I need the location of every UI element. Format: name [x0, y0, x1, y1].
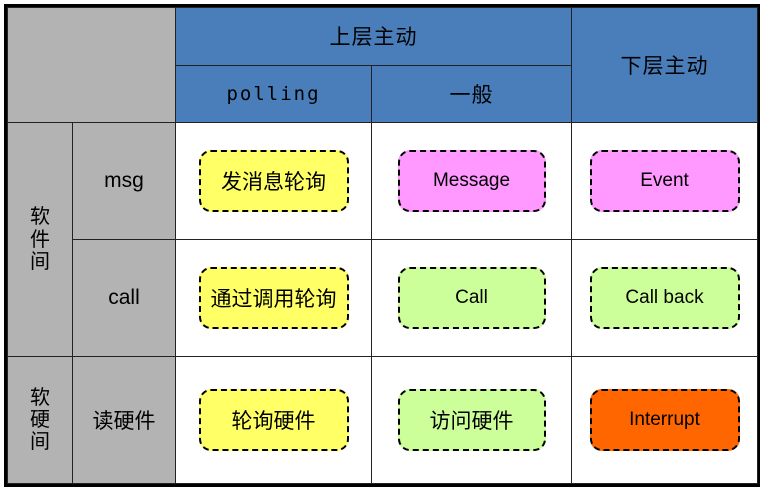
cell-call-polling: 通过调用轮询: [175, 239, 372, 358]
chip-poll-hardware[interactable]: 轮询硬件: [198, 389, 349, 452]
chip-message[interactable]: Message: [397, 150, 546, 213]
chip-interrupt[interactable]: Interrupt: [589, 389, 740, 452]
subcolumn-polling: polling: [175, 64, 372, 124]
cell-call-general: Call: [371, 239, 572, 358]
cell-msg-polling: 发消息轮询: [175, 122, 372, 241]
rowheader-read-hardware: 读硬件: [72, 356, 176, 484]
matrix-grid: 上层主动 下层主动 polling 一般 软件间 msg 发消息轮询: [7, 6, 758, 484]
chip-access-hardware[interactable]: 访问硬件: [397, 389, 546, 452]
interaction-matrix-table: 上层主动 下层主动 polling 一般 软件间 msg 发消息轮询: [4, 4, 760, 487]
rowheader-call: call: [72, 239, 176, 358]
cell-hw-lower-active: Interrupt: [571, 356, 758, 484]
rowgroup-software-to-hardware: 软硬间: [7, 356, 73, 484]
corner-blank-cell: [7, 6, 176, 124]
table-row: 软硬间 读硬件 轮询硬件 访问硬件: [7, 356, 758, 484]
rowheader-msg: msg: [72, 122, 176, 241]
column-group-upper-active: 上层主动: [175, 7, 572, 66]
chip-event[interactable]: Event: [589, 150, 740, 213]
chip-wrap: Interrupt: [572, 357, 757, 483]
chip-call[interactable]: Call: [397, 267, 546, 330]
chip-wrap: Call: [372, 240, 571, 356]
column-group-lower-active: 下层主动: [571, 6, 758, 124]
chip-wrap: 发消息轮询: [176, 123, 371, 239]
header-row-subcolumns: polling 一般: [8, 64, 758, 124]
rowgroup-label: 软件间: [30, 206, 50, 273]
rowgroup-software-to-software: 软件间: [7, 122, 73, 358]
cell-hw-polling: 轮询硬件: [175, 356, 372, 484]
table-row: 软件间 msg 发消息轮询 Message: [7, 122, 758, 358]
chip-poll-via-call[interactable]: 通过调用轮询: [198, 267, 349, 330]
rowgroup-label: 软硬间: [30, 386, 50, 454]
chip-send-message-polling[interactable]: 发消息轮询: [198, 150, 349, 213]
chip-wrap: Event: [572, 123, 757, 239]
chip-call-back[interactable]: Call back: [589, 267, 740, 330]
header-row-groups: 上层主动 下层主动: [7, 6, 758, 124]
table-row: call 通过调用轮询 Call Call back: [8, 239, 758, 358]
chip-wrap: Call back: [572, 240, 757, 356]
cell-call-lower-active: Call back: [571, 239, 758, 358]
chip-wrap: 访问硬件: [372, 357, 571, 483]
chip-wrap: 轮询硬件: [176, 357, 371, 483]
cell-hw-general: 访问硬件: [371, 356, 572, 484]
chip-wrap: Message: [372, 123, 571, 239]
cell-msg-general: Message: [371, 122, 572, 241]
chip-wrap: 通过调用轮询: [176, 240, 371, 356]
cell-msg-lower-active: Event: [571, 122, 758, 241]
subcolumn-general: 一般: [371, 64, 572, 124]
